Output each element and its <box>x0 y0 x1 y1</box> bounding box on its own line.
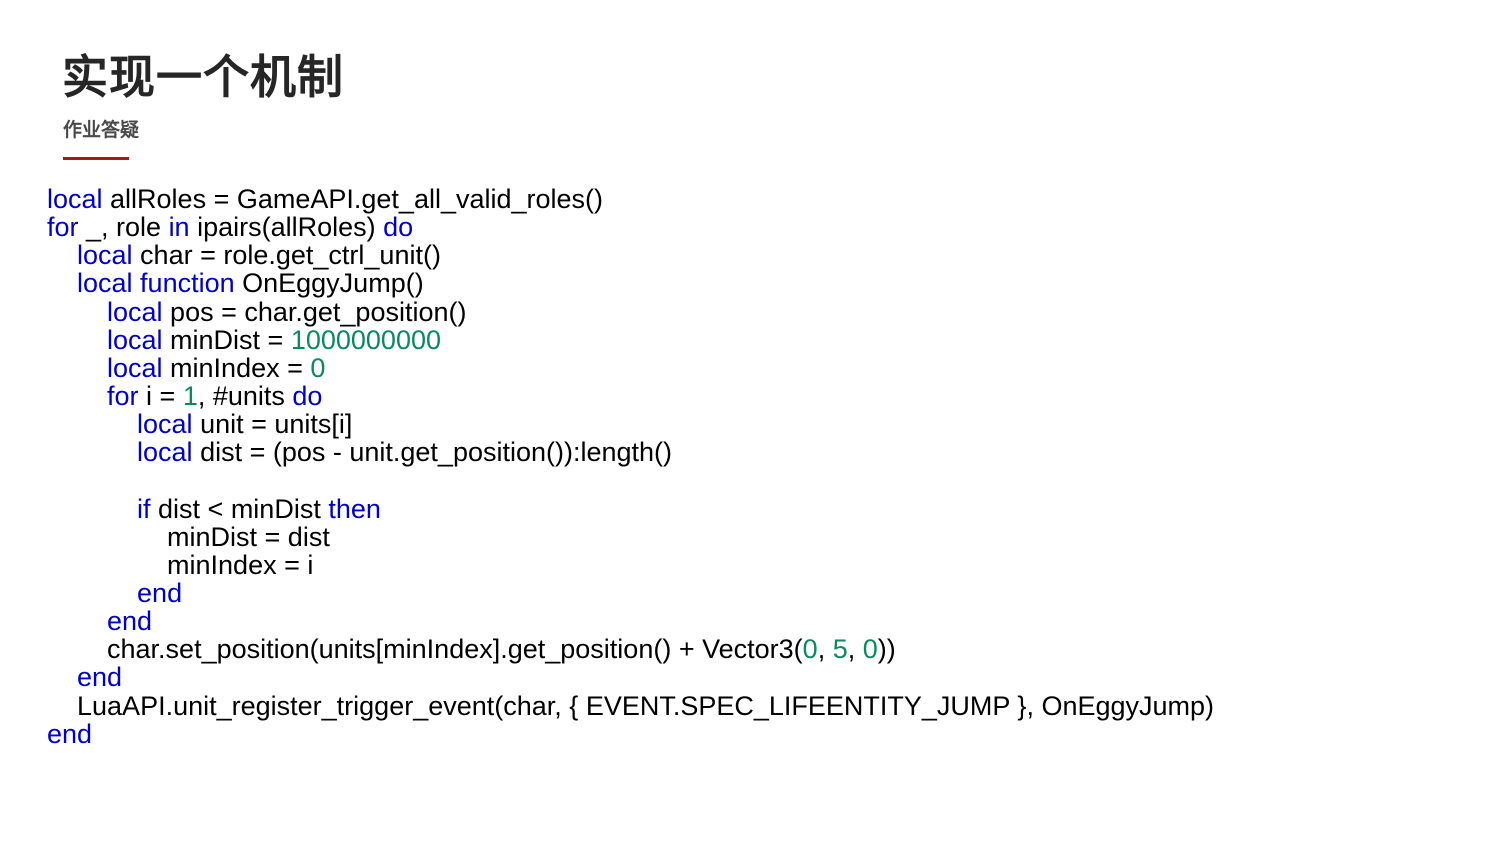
code-text: minIndex = i <box>47 549 314 580</box>
code-line: end <box>47 579 1214 607</box>
code-keyword: then <box>328 493 381 524</box>
code-line: local allRoles = GameAPI.get_all_valid_r… <box>47 185 1214 213</box>
code-line: char.set_position(units[minIndex].get_po… <box>47 635 1214 663</box>
title-accent-line <box>63 157 129 160</box>
code-keyword: end <box>107 606 153 637</box>
code-keyword: for <box>47 212 79 243</box>
code-line: local char = role.get_ctrl_unit() <box>47 241 1214 269</box>
code-text <box>47 268 77 298</box>
code-line: minDist = dist <box>47 523 1214 551</box>
code-keyword: local <box>77 240 133 271</box>
code-keyword: local <box>137 409 193 440</box>
code-text <box>47 325 107 355</box>
code-text: minIndex = <box>162 352 311 383</box>
code-text: dist < minDist <box>150 493 329 524</box>
code-text <box>47 381 107 411</box>
code-keyword: do <box>383 212 414 243</box>
code-line: local minDist = 1000000000 <box>47 326 1214 354</box>
code-line <box>47 466 1214 494</box>
code-text: minDist = <box>162 324 291 355</box>
code-text: OnEggyJump() <box>234 268 424 299</box>
code-keyword: end <box>47 718 93 749</box>
code-number: 0 <box>310 352 326 383</box>
code-text: allRoles = GameAPI.get_all_valid_roles() <box>102 184 604 214</box>
code-line: local minIndex = 0 <box>47 354 1214 382</box>
code-number: 0 <box>802 634 818 665</box>
code-text: minDist = dist <box>47 521 330 552</box>
code-number: 0 <box>862 634 878 665</box>
code-text <box>47 409 137 439</box>
code-line: end <box>47 607 1214 635</box>
code-block: local allRoles = GameAPI.get_all_valid_r… <box>47 185 1214 748</box>
code-line: for _, role in ipairs(allRoles) do <box>47 213 1214 241</box>
code-text <box>47 494 137 524</box>
code-line: local unit = units[i] <box>47 410 1214 438</box>
code-line: local function OnEggyJump() <box>47 269 1214 297</box>
code-text: LuaAPI.unit_register_trigger_event(char,… <box>47 690 1215 721</box>
code-keyword: local <box>137 437 193 468</box>
code-keyword: end <box>77 662 123 693</box>
code-text <box>47 437 137 467</box>
code-text <box>47 578 137 608</box>
code-keyword: local <box>107 296 163 327</box>
code-keyword: for <box>107 380 139 411</box>
code-text: unit = units[i] <box>192 409 353 440</box>
code-text: _, role <box>78 212 169 243</box>
code-text <box>47 606 107 636</box>
code-text: char = role.get_ctrl_unit() <box>132 240 441 271</box>
code-keyword: local <box>47 184 103 214</box>
code-text: i = <box>138 380 183 411</box>
code-keyword: local <box>107 352 163 383</box>
code-number: 1 <box>182 380 198 411</box>
code-text: , <box>817 634 833 665</box>
code-text: ipairs(allRoles) <box>189 212 384 243</box>
code-line: for i = 1, #units do <box>47 382 1214 410</box>
code-text: , <box>847 634 863 665</box>
slide-subtitle: 作业答疑 <box>63 119 140 141</box>
code-line: minIndex = i <box>47 551 1214 579</box>
code-number: 1000000000 <box>290 324 441 355</box>
code-line: local pos = char.get_position() <box>47 296 1214 327</box>
code-text: pos = char.get_position() <box>162 296 467 327</box>
code-text: , #units <box>197 380 293 411</box>
code-keyword: local function <box>77 268 235 299</box>
code-line: end <box>47 720 1214 748</box>
code-line: end <box>47 663 1214 691</box>
code-text: dist = (pos - unit.get_position()):lengt… <box>192 437 673 468</box>
code-text <box>47 353 107 383</box>
code-keyword: in <box>168 212 190 243</box>
code-text <box>47 297 107 327</box>
code-text: char.set_position(units[minIndex].get_po… <box>47 634 803 665</box>
code-keyword: do <box>292 380 323 411</box>
code-keyword: if <box>137 493 151 524</box>
code-keyword: local <box>107 324 163 355</box>
code-text: )) <box>877 634 896 665</box>
code-text <box>47 240 77 270</box>
code-keyword: end <box>137 577 183 608</box>
code-text <box>47 662 77 692</box>
code-number: 5 <box>832 634 848 665</box>
code-line: LuaAPI.unit_register_trigger_event(char,… <box>47 690 1215 721</box>
slide-title: 实现一个机制 <box>62 50 344 104</box>
code-line: if dist < minDist then <box>47 493 1214 524</box>
code-line: local dist = (pos - unit.get_position())… <box>47 438 1214 466</box>
